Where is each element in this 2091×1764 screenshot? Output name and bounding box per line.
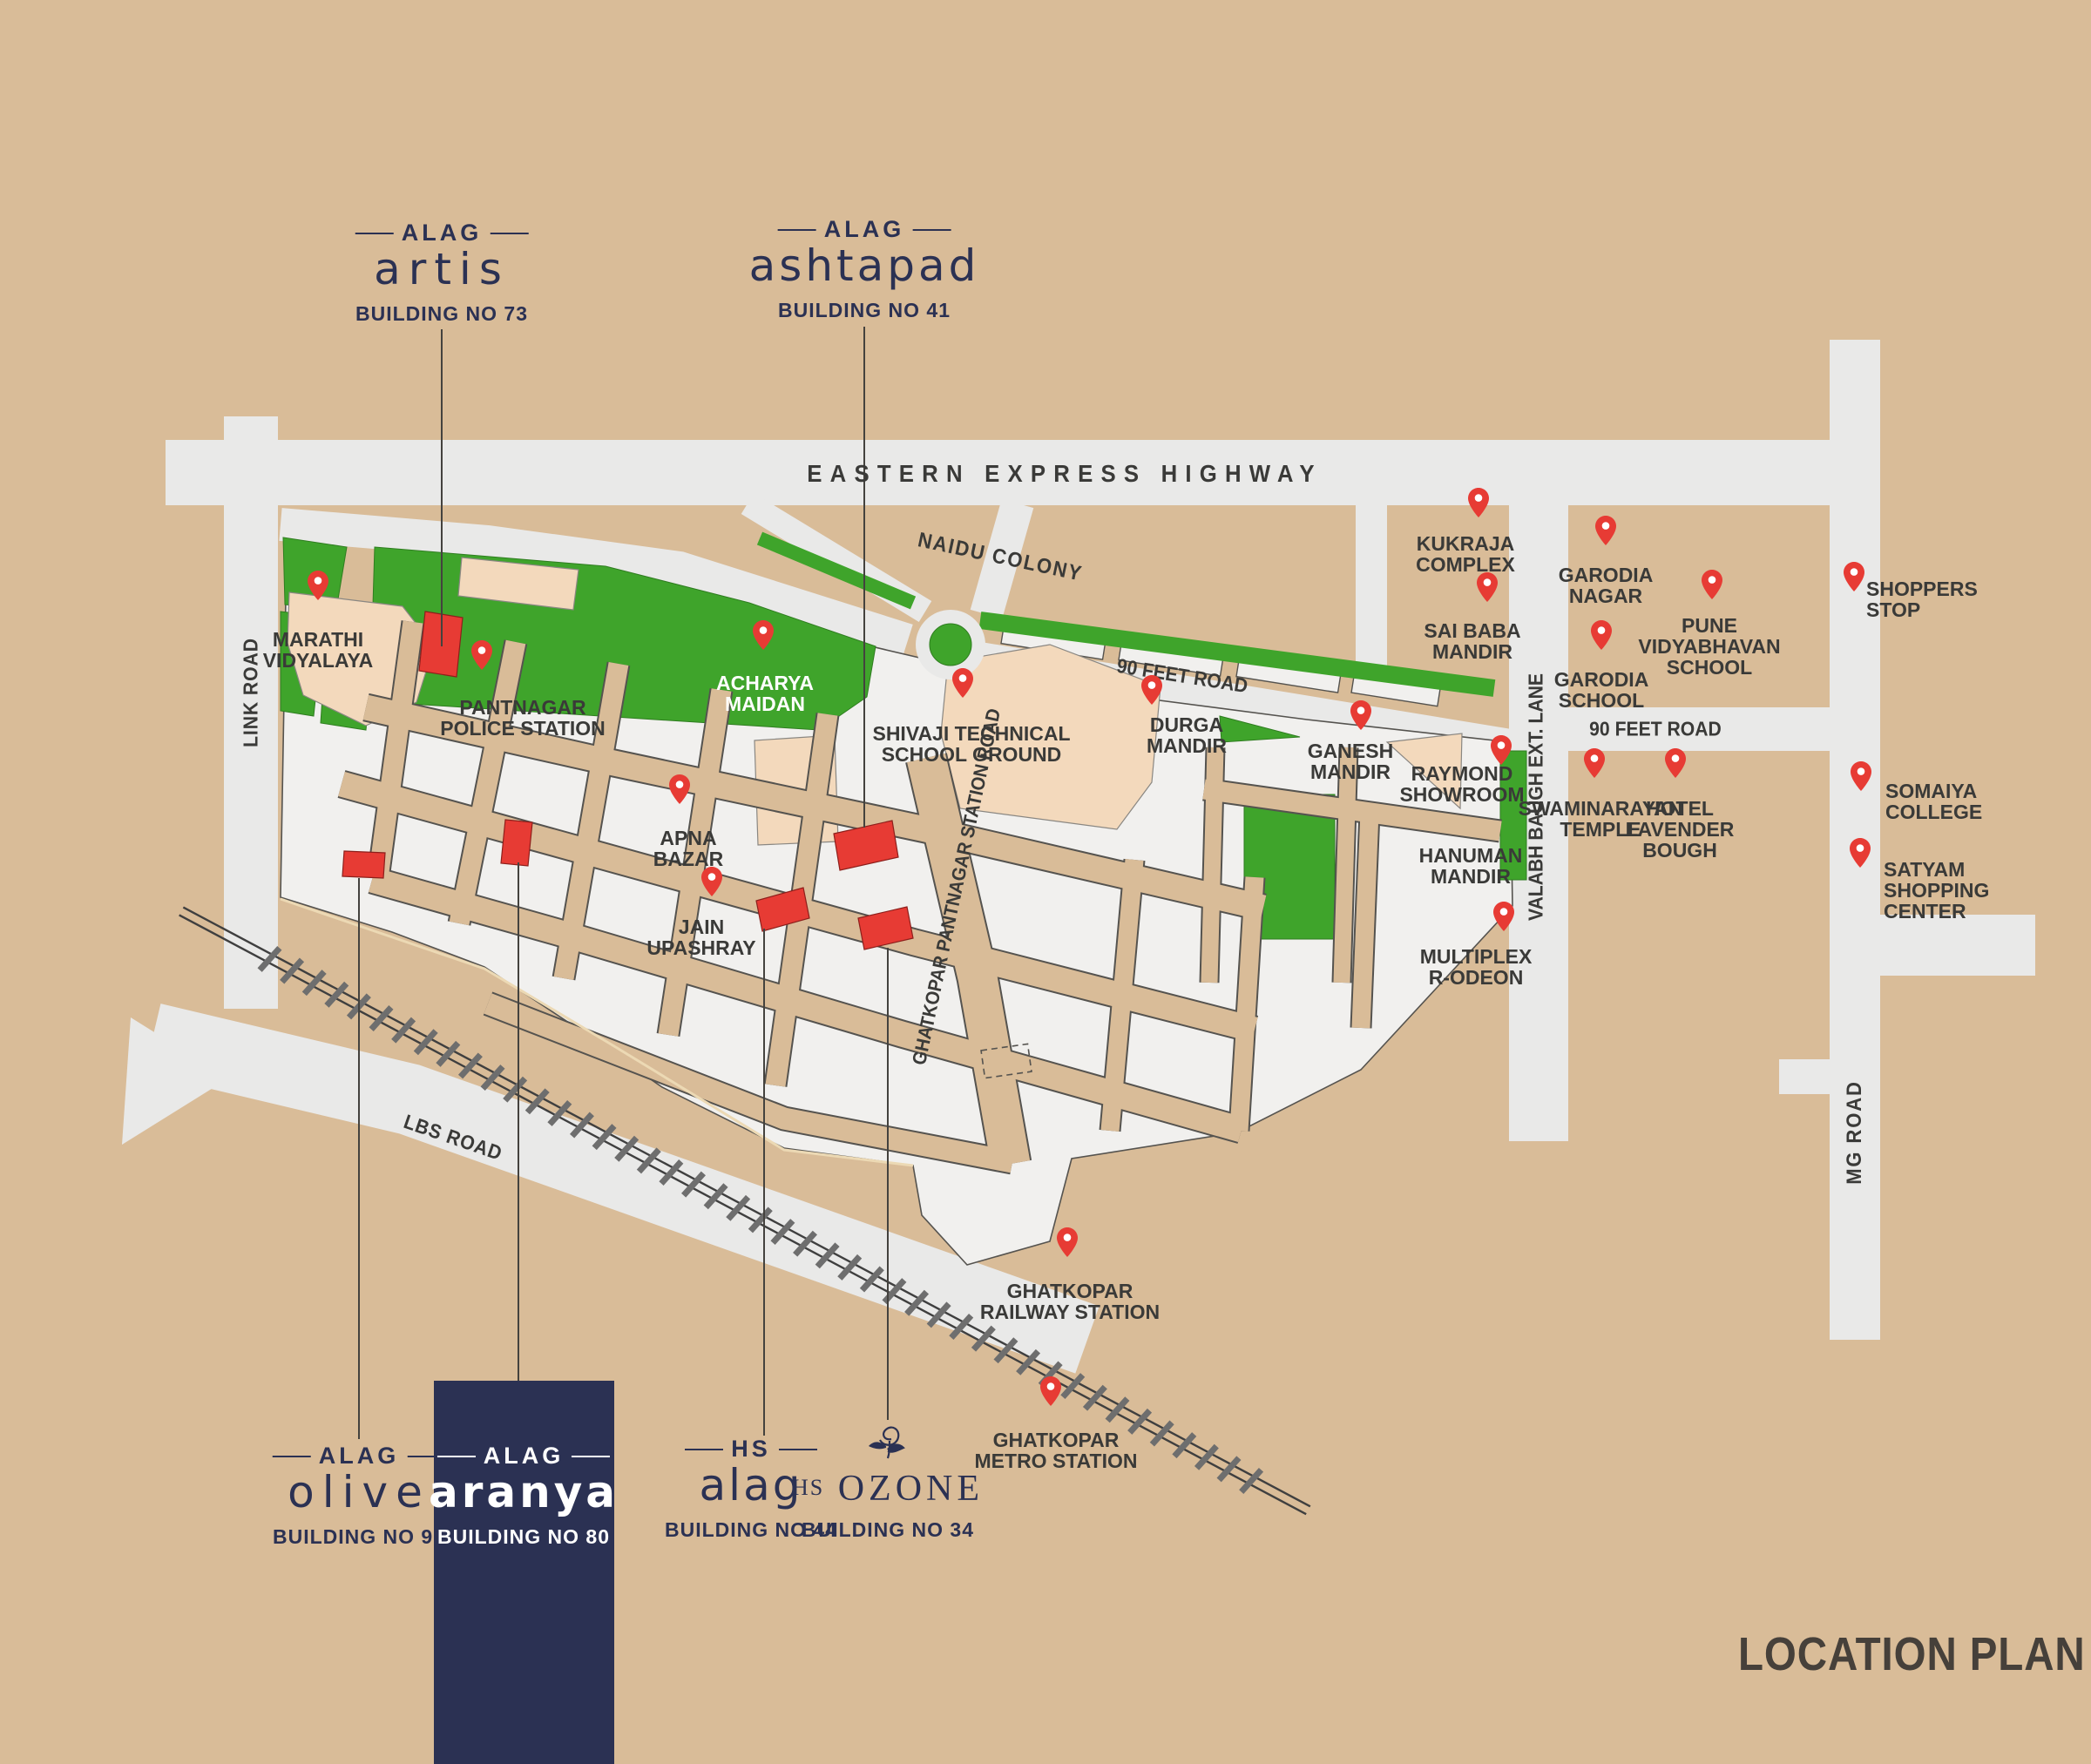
map-pin	[669, 774, 690, 804]
logo-name: OZONE	[837, 1469, 985, 1509]
map-pin	[1040, 1376, 1061, 1406]
logo-hs-ozone: HS OZONE BUILDING NO 34	[792, 1420, 984, 1542]
logo-hs-alag: HS alag BUILDING NO 44	[665, 1436, 837, 1542]
building-ashtapad	[833, 820, 899, 871]
map-pin	[1468, 488, 1489, 517]
page-title: LOCATION PLAN	[1738, 1628, 2086, 1680]
logo-building-no: BUILDING NO 34	[801, 1518, 975, 1541]
logo-brand: ALAG	[318, 1443, 400, 1469]
dashed-plot	[980, 1043, 1032, 1079]
logo-dash	[912, 228, 951, 231]
logo-name: olive	[288, 1467, 430, 1517]
map-pin	[1057, 1227, 1078, 1257]
logo-dash	[355, 232, 394, 234]
estate-boundary-line	[280, 897, 914, 1167]
logo-dash	[407, 1455, 446, 1457]
logo-brand: ALAG	[401, 220, 483, 246]
map-pin	[1477, 572, 1498, 602]
logo-building-no: BUILDING NO 41	[777, 299, 951, 321]
logo-dash	[436, 1455, 476, 1457]
map-pin	[471, 640, 492, 670]
logo-brand: ALAG	[483, 1443, 565, 1469]
aranya-navy-band	[434, 1381, 614, 1764]
logo-brand: ALAG	[823, 216, 905, 242]
map-pin	[1584, 748, 1605, 778]
map-pin	[753, 620, 774, 650]
logo-dash	[572, 1455, 611, 1457]
logo-name: artis	[374, 244, 510, 294]
map-pin	[1141, 675, 1162, 705]
logo-alag-artis: ALAG artis BUILDING NO 73	[355, 220, 529, 326]
leader-lines	[358, 327, 889, 1439]
map-pin	[701, 867, 722, 896]
building-aranya	[500, 819, 533, 867]
road-label: MG ROAD	[1843, 1080, 1866, 1185]
building-olive	[342, 850, 386, 879]
logo-alag-ashtapad: ALAG ashtapad BUILDING NO 41	[749, 216, 980, 322]
building-hs-alag	[755, 887, 810, 932]
map-pin	[1493, 902, 1514, 931]
railway-track	[179, 906, 1311, 1516]
logo-building-no: BUILDING NO 73	[355, 302, 529, 325]
roads-white	[122, 340, 2035, 1374]
map-pin	[1851, 761, 1871, 791]
road-label: 90 FEET ROAD	[1589, 717, 1722, 740]
logo-name: ashtapad	[748, 240, 980, 291]
map-pin	[308, 571, 328, 600]
map-pin	[1850, 838, 1871, 868]
logo-name: aranya	[428, 1467, 619, 1517]
logo-brand: HS	[731, 1436, 771, 1462]
logo-dash	[685, 1448, 724, 1450]
roundabout	[916, 610, 985, 679]
logo-dash	[778, 1448, 817, 1450]
logo-dash	[272, 1455, 311, 1457]
logo-alag-aranya: ALAG aranya BUILDING NO 80	[429, 1443, 619, 1549]
map-pin	[1844, 562, 1864, 591]
logo-building-no: BUILDING NO 97	[272, 1525, 446, 1548]
rose-icon	[869, 1426, 905, 1459]
map-pin	[1665, 748, 1686, 778]
map-pin	[1591, 620, 1612, 650]
logo-dash	[490, 232, 529, 234]
map-pin	[952, 668, 973, 698]
logo-dash	[777, 228, 816, 231]
map-pin	[1595, 516, 1616, 545]
road-label: EASTERN EXPRESS HIGHWAY	[807, 460, 1323, 487]
logo-building-no: BUILDING NO 44	[664, 1518, 838, 1541]
logo-brand: HS	[791, 1475, 825, 1500]
road-label: LINK ROAD	[239, 638, 262, 747]
project-buildings-red	[342, 611, 914, 950]
logo-building-no: BUILDING NO 80	[436, 1525, 611, 1548]
building-hs-ozone	[857, 906, 914, 950]
logo-alag-olive: ALAG olive BUILDING NO 97	[272, 1443, 446, 1549]
map-pin	[1491, 735, 1512, 765]
logo-name: alag	[699, 1460, 803, 1511]
map-pin	[1702, 570, 1722, 599]
map-pin	[1350, 700, 1371, 730]
